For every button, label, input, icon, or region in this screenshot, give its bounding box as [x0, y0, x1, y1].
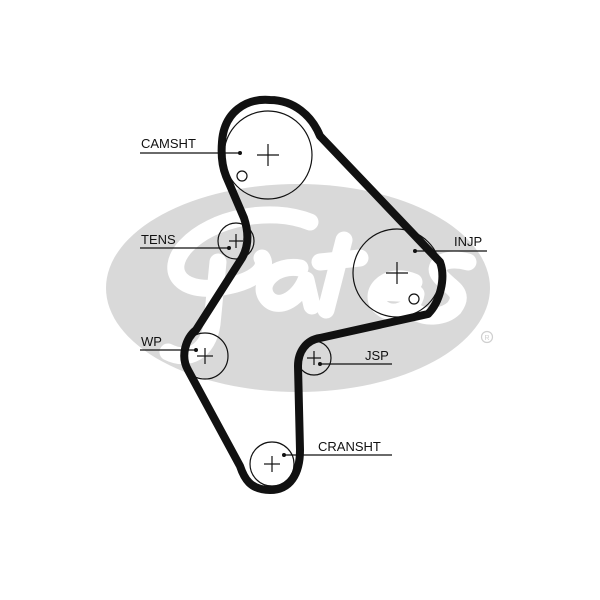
injection-pump-timing-mark-icon	[408, 293, 420, 305]
jackshaft-label: JSP	[365, 348, 389, 363]
water-pump-center-icon	[197, 348, 213, 364]
camshaft-pulley: CAMSHT	[140, 110, 313, 200]
crankshaft-label: CRANSHT	[318, 439, 381, 454]
water-pump-pulley-circle	[181, 332, 229, 380]
registered-mark-letter: R	[484, 335, 489, 342]
tensioner-pulley: TENS	[140, 222, 255, 260]
camshaft-timing-mark-icon	[236, 170, 248, 182]
injection-pump-pulley-circle	[352, 228, 442, 318]
tensioner-label: TENS	[141, 232, 176, 247]
crankshaft-pulley: CRANSHT	[249, 439, 392, 487]
water-pump-label: WP	[141, 334, 162, 349]
camshaft-pulley-circle	[223, 110, 313, 200]
tensioner-pulley-circle	[217, 222, 255, 260]
water-pump-pulley: WP	[140, 332, 229, 380]
injection-pump-center-icon	[386, 262, 408, 284]
tensioner-center-icon	[229, 234, 243, 248]
crankshaft-center-icon	[264, 456, 280, 472]
camshaft-center-icon	[257, 144, 279, 166]
jackshaft-pulley-circle	[296, 340, 332, 376]
injection-pump-label: INJP	[454, 234, 482, 249]
jackshaft-center-icon	[307, 351, 321, 365]
crankshaft-pulley-circle	[249, 441, 295, 487]
logo-lettering	[159, 206, 477, 365]
timing-belt	[180, 95, 447, 494]
injection-pump-pulley: INJP	[352, 228, 487, 318]
camshaft-label: CAMSHT	[141, 136, 196, 151]
gates-logo: R	[106, 184, 494, 392]
jackshaft-pulley: JSP	[296, 340, 392, 376]
registered-mark-icon	[480, 330, 494, 344]
